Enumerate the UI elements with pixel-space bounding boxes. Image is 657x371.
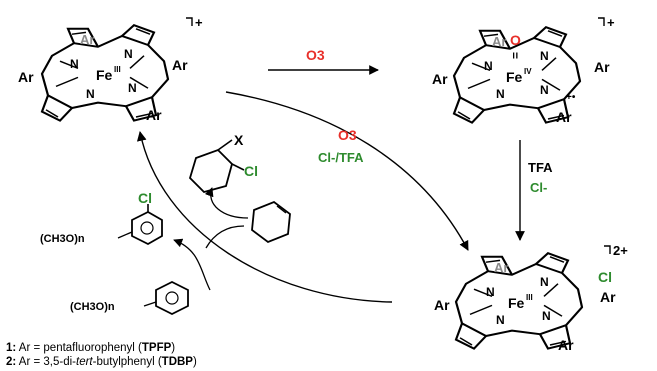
ar-label-right: Ar: [172, 57, 188, 73]
ar-label-back: Ar: [494, 260, 508, 275]
legend-line-1: 1: Ar = pentafluorophenyl (TPFP): [6, 342, 176, 354]
cl-label: Cl: [138, 190, 152, 206]
n-label-1: N: [484, 59, 493, 73]
n-label-2: N: [540, 49, 549, 63]
complex-fe-iii-start: Ar Ar Ar Ar N N N N Fe III +: [18, 15, 203, 123]
charge-label: +: [195, 15, 203, 30]
n-label-1: N: [70, 57, 79, 71]
arrow-top: O3: [268, 47, 379, 75]
arrow-return-cycle: [136, 131, 393, 303]
n-label-3: N: [128, 81, 137, 95]
radical-cation: +•: [566, 92, 576, 103]
fe-label: Fe: [508, 295, 525, 311]
ar-label-left: Ar: [18, 69, 34, 85]
reagent-cl: Cl-: [530, 180, 547, 195]
cl-label: Cl: [598, 269, 612, 285]
ar-label-left: Ar: [434, 297, 450, 313]
chloroaromatic-product: Cl (CH3O)n: [40, 190, 163, 246]
n-label-4: N: [496, 87, 505, 101]
complex-fe-iv-oxo: Ar Ar Ar Ar O = N N N N Fe IV +• +: [432, 15, 615, 125]
ar-label-left: Ar: [432, 71, 448, 87]
ar-label-front: Ar: [556, 109, 572, 125]
methoxy-group: (CH3O)n: [70, 301, 115, 313]
complex-fe-iii-chloro: Ar Ar Ar Ar Cl N N N N Fe III 2+: [434, 243, 628, 353]
reagent-cl-tfa: Cl-/TFA: [318, 150, 364, 165]
fe-oxidation: IV: [524, 67, 532, 76]
cyclohexene-substrate: [251, 200, 291, 244]
n-label-3: N: [540, 83, 549, 97]
arrow-right-down: TFA Cl-: [515, 140, 553, 241]
x-label: X: [234, 132, 244, 148]
ar-label-right: Ar: [594, 59, 610, 75]
arrow-middle-curve: O3 Cl-/TFA: [225, 91, 469, 251]
charge-label: +: [607, 15, 615, 30]
reagent-o3: O3: [306, 47, 325, 63]
legend-line-2: 2: Ar = 3,5-di-tert-butylphenyl (TDBP): [6, 356, 197, 368]
cl-label: Cl: [244, 163, 258, 179]
ar-label-front: Ar: [558, 337, 574, 353]
cyclohexyl-product: X Cl: [188, 132, 258, 194]
charge-label: 2+: [613, 243, 628, 258]
n-label-3: N: [542, 309, 551, 323]
reagent-o3-mid: O3: [338, 127, 357, 143]
n-label-1: N: [486, 285, 495, 299]
fe-label: Fe: [506, 69, 523, 85]
ar-label-right: Ar: [600, 289, 616, 305]
fe-oxidation: III: [526, 293, 533, 302]
oxo-label: O: [510, 32, 521, 48]
n-label-4: N: [496, 313, 505, 327]
ar-label-back: Ar: [80, 32, 94, 47]
methoxy-group: (CH3O)n: [40, 233, 85, 245]
n-label-4: N: [86, 87, 95, 101]
fe-oxidation: III: [114, 65, 121, 74]
n-label-2: N: [540, 275, 549, 289]
n-label-2: N: [124, 47, 133, 61]
reagent-tfa: TFA: [528, 160, 553, 175]
double-bond: =: [508, 52, 522, 59]
methoxyarene-substrate: (CH3O)n: [70, 280, 189, 316]
ar-label-back: Ar: [492, 34, 506, 49]
fe-label: Fe: [96, 67, 113, 83]
ar-label-front: Ar: [146, 107, 162, 123]
